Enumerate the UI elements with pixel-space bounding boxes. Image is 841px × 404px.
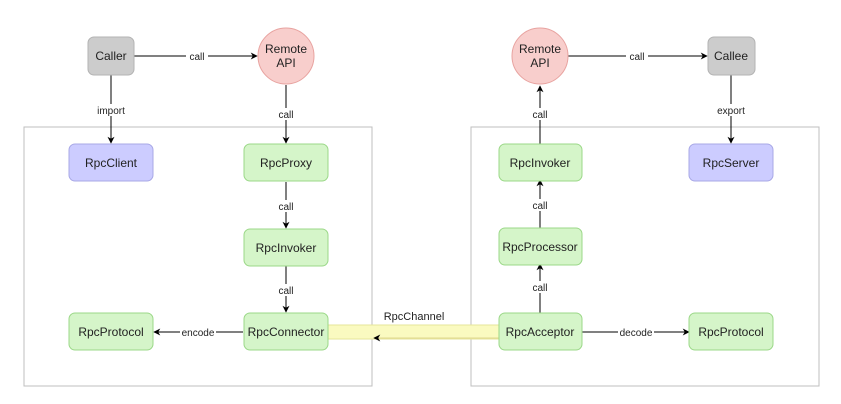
rpc-protocol-left-node[interactable] xyxy=(68,312,154,351)
rpc-acceptor-node[interactable] xyxy=(498,312,583,351)
label-caller-import: import xyxy=(97,106,125,117)
label-callee-export: export xyxy=(717,106,745,117)
rpc-channel-band xyxy=(327,324,501,340)
label-proxy-to-invoker: call xyxy=(278,202,293,213)
label-acceptor-decode: decode xyxy=(620,328,653,339)
rpc-client-label: RpcClient xyxy=(85,156,138,170)
rpc-proxy-node[interactable] xyxy=(243,143,329,182)
callee-label: Callee xyxy=(714,49,748,63)
rpc-processor-label: RpcProcessor xyxy=(502,240,577,254)
label-invoker-to-connector: call xyxy=(278,286,293,297)
rpc-connector-label: RpcConnector xyxy=(248,325,325,339)
label-rpc-channel: RpcChannel xyxy=(384,311,445,323)
label-processor-to-invoker: call xyxy=(532,201,547,212)
callee-node[interactable] xyxy=(707,36,756,76)
label-invoker-to-api: call xyxy=(532,110,547,121)
label-caller-to-api: call xyxy=(189,52,204,63)
rpc-protocol-right-node[interactable] xyxy=(688,312,774,351)
remote-api-left-label-line2: API xyxy=(276,56,295,70)
client-container xyxy=(23,126,373,387)
remote-api-left-label-line1: Remote xyxy=(265,42,307,56)
rpc-invoker-left-label: RpcInvoker xyxy=(256,241,317,255)
label-acceptor-to-processor: call xyxy=(532,283,547,294)
remote-api-right-label-line1: Remote xyxy=(519,42,561,56)
label-connector-encode: encode xyxy=(182,328,215,339)
rpc-server-node[interactable] xyxy=(688,143,774,182)
label-api-to-callee: call xyxy=(629,52,644,63)
label-api-to-proxy: call xyxy=(278,110,293,121)
caller-label: Caller xyxy=(95,49,126,63)
rpc-invoker-right-label: RpcInvoker xyxy=(510,156,571,170)
remote-api-right-label-line2: API xyxy=(530,56,549,70)
rpc-invoker-right-node[interactable] xyxy=(498,143,583,182)
remote-api-right-node[interactable] xyxy=(511,27,569,85)
rpc-proxy-label: RpcProxy xyxy=(260,156,312,170)
server-container xyxy=(470,126,820,387)
rpc-protocol-left-label: RpcProtocol xyxy=(78,325,143,339)
remote-api-left-node[interactable] xyxy=(257,27,315,85)
caller-node[interactable] xyxy=(87,36,135,76)
rpc-client-node[interactable] xyxy=(68,143,154,182)
rpc-processor-node[interactable] xyxy=(498,227,583,266)
rpc-server-label: RpcServer xyxy=(703,156,760,170)
rpc-connector-node[interactable] xyxy=(243,312,329,351)
rpc-invoker-left-node[interactable] xyxy=(243,228,329,267)
rpc-protocol-right-label: RpcProtocol xyxy=(698,325,763,339)
rpc-acceptor-label: RpcAcceptor xyxy=(506,325,575,339)
